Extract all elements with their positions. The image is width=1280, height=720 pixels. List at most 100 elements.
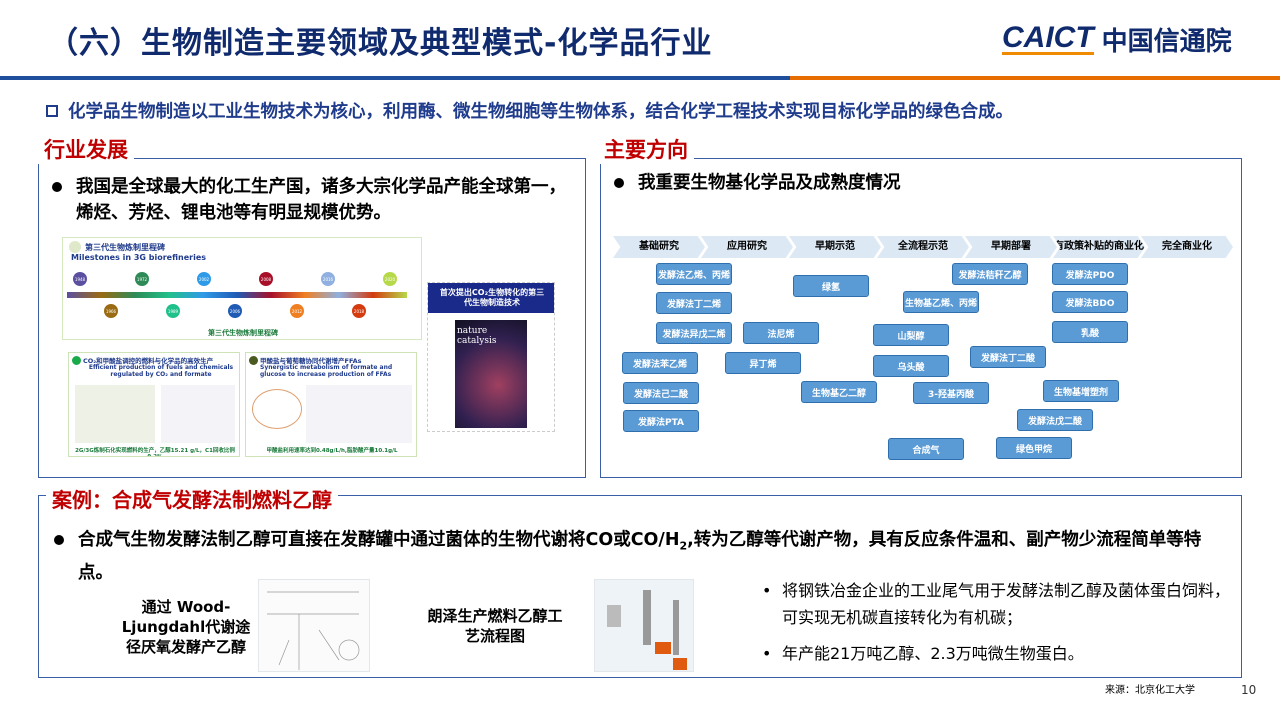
page-title: （六）生物制造主要领域及典型模式-化学品行业: [48, 26, 713, 61]
wood-ljungdahl-pathway-figure: [258, 579, 370, 672]
panel1-caption: 2G/3G炼制石化实现燃料的生产，乙醇15.21 g/L，C1回收比例9.2%: [75, 448, 235, 457]
milestone-year: 1966: [104, 304, 118, 318]
stage-4: 全流程示范: [877, 236, 969, 258]
milestone-year: 2002: [197, 272, 211, 286]
product-box: 发酵法秸秆乙醇: [952, 263, 1028, 285]
milestone-year: 1989: [166, 304, 180, 318]
green-dot-icon: [72, 356, 81, 365]
pump-shape: [673, 658, 687, 670]
journal-name: nature catalysis: [457, 326, 497, 346]
nature-catalysis-figure: 首次提出CO₂生物转化的第三代生物制造技术 nature catalysis: [427, 282, 555, 432]
product-box: 发酵法异戊二烯: [656, 322, 732, 344]
product-box: 发酵法己二酸: [623, 382, 699, 404]
case-point-text: 年产能21万吨乙醇、2.3万吨微生物蛋白。: [782, 644, 1084, 663]
stage-1: 基础研究: [613, 236, 705, 258]
maturity-roadmap: 基础研究应用研究早期示范全流程示范早期部署有政策补贴的商业化完全商业化发酵法乙烯…: [613, 236, 1233, 464]
result-plots: [306, 385, 412, 443]
case-point-2: • 年产能21万吨乙醇、2.3万吨微生物蛋白。: [760, 640, 1230, 667]
product-box: 发酵法PDO: [1052, 263, 1128, 285]
case-point-text: 将钢铁冶金企业的工业尾气用于发酵法制乙醇及菌体蛋白饲料，可实现无机碳直接转化为有…: [782, 581, 1231, 627]
journal-banner: 首次提出CO₂生物转化的第三代生物制造技术: [428, 283, 554, 313]
bullet-icon: [52, 182, 62, 192]
milestones-title-en: Milestones in 3G biorefineries: [71, 253, 207, 262]
source-note: 来源：北京化工大学: [1105, 685, 1195, 696]
header-divider-orange: [790, 76, 1280, 80]
product-box: 生物基乙二醇: [801, 381, 877, 403]
timeline-bar: [67, 292, 407, 298]
panel2-title-en: Synergistic metabolism of formate and gl…: [260, 364, 393, 378]
product-box: 发酵法丁二烯: [656, 292, 732, 314]
panel1-title-en: Efficient production of fuels and chemic…: [88, 364, 234, 378]
industry-bullet-text: 我国是全球最大的化工生产国，诸多大宗化学品产能全球第一，烯烃、芳烃、锂电池等有明…: [76, 177, 566, 223]
product-box: 乳酸: [1052, 321, 1128, 343]
lanzatech-process-figure: [594, 579, 694, 672]
product-box: 法尼烯: [743, 322, 819, 344]
case-bullet-text: 合成气生物发酵法制乙醇可直接在发酵罐中通过菌体的生物代谢将CO或CO/H: [78, 530, 680, 550]
co2-formate-figure: CO₂和甲酸盐调控的燃料与化学品的高效生产 Efficient producti…: [68, 352, 240, 457]
product-box: 发酵法丁二酸: [970, 346, 1046, 368]
product-box: 绿氢: [793, 275, 869, 297]
panel1-title-cn: CO₂和甲酸盐调控的燃料与化学品的高效生产: [83, 357, 214, 365]
milestone-year: 2020: [383, 272, 397, 286]
direction-panel: [600, 158, 1242, 478]
cell-diagram: [252, 389, 302, 429]
circle-icon: [69, 241, 81, 253]
direction-bullet-text: 我重要生物基化学品及成熟度情况: [638, 173, 901, 193]
product-box: 生物基乙烯、丙烯: [903, 291, 979, 313]
milestone-year: 2012: [290, 304, 304, 318]
stage-2: 应用研究: [701, 236, 793, 258]
pathway-diagram: [75, 385, 155, 443]
panel2-caption: 甲酸盐利用速率达到0.48g/L/h,脂肪酸产量10.1g/L: [266, 448, 398, 454]
bullet-icon: •: [762, 644, 772, 663]
milestone-year: 2018: [352, 304, 366, 318]
product-box: 3-羟基丙酸: [913, 382, 989, 404]
case-bullet: 合成气生物发酵法制乙醇可直接在发酵罐中通过菌体的生物代谢将CO或CO/H2,转为…: [50, 527, 1230, 586]
bullet-icon: •: [762, 581, 772, 600]
intro-text: 化学品生物制造以工业生物技术为核心，利用酶、微生物细胞等生物体系，结合化学工程技…: [68, 102, 1013, 122]
industry-bullet: 我国是全球最大的化工生产国，诸多大宗化学品产能全球第一，烯烃、芳烃、锂电池等有明…: [48, 174, 578, 226]
logo-en: CAICT: [1002, 20, 1094, 55]
pathway-sketch: [267, 591, 360, 670]
header-divider-blue: [0, 76, 790, 80]
caict-logo: CAICT 中国信通院: [1002, 20, 1232, 57]
product-box: 乌头酸: [873, 355, 949, 377]
heater-shape: [655, 642, 671, 654]
bullet-icon: [614, 178, 624, 188]
logo-cn: 中国信通院: [1101, 26, 1232, 57]
product-box: 发酵法乙烯、丙烯: [656, 263, 732, 285]
milestone-year: 1972: [135, 272, 149, 286]
stage-6: 有政策补贴的商业化: [1053, 236, 1145, 258]
industry-panel: [38, 158, 586, 478]
panel2-title-cn: 甲酸盐与葡萄糖协同代谢增产FFAs: [260, 357, 362, 365]
wood-ljungdahl-caption: 通过 Wood-Ljungdahl代谢途径厌氧发酵产乙醇: [121, 598, 251, 656]
stage-7: 完全商业化: [1141, 236, 1233, 258]
column-shape: [673, 600, 679, 655]
product-box: 发酵法BDO: [1052, 291, 1128, 313]
product-box: 发酵法苯乙烯: [622, 352, 698, 374]
lanzatech-caption: 朗泽生产燃料乙醇工艺流程图: [427, 607, 563, 645]
product-box: 异丁烯: [725, 352, 801, 374]
stage-3: 早期示范: [789, 236, 881, 258]
product-box: 发酵法戊二酸: [1017, 409, 1093, 431]
case-panel: [38, 495, 1242, 678]
case-bullet-subscript: 2: [679, 539, 688, 553]
milestones-title-cn: 第三代生物炼制里程碑: [85, 243, 165, 252]
page-number: 10: [1241, 683, 1257, 697]
case-heading: 案例：合成气发酵法制燃料乙醇: [46, 484, 338, 513]
intro-statement: 化学品生物制造以工业生物技术为核心，利用酶、微生物细胞等生物体系，结合化学工程技…: [46, 98, 1013, 123]
industry-heading: 行业发展: [38, 134, 134, 164]
olive-dot-icon: [249, 356, 258, 365]
milestone-year: 2006: [228, 304, 242, 318]
product-box: 合成气: [888, 438, 964, 460]
column-shape: [643, 590, 651, 645]
product-box: 发酵法PTA: [623, 410, 699, 432]
journal-cover: nature catalysis: [455, 320, 527, 428]
bullet-icon: [54, 535, 64, 545]
milestone-year: 2016: [321, 272, 335, 286]
formate-glucose-figure: 甲酸盐与葡萄糖协同代谢增产FFAs Synergistic metabolism…: [245, 352, 417, 457]
product-box: 山梨醇: [873, 324, 949, 346]
product-box: 生物基增塑剂: [1043, 380, 1119, 402]
result-plots: [161, 385, 235, 443]
stage-5: 早期部署: [965, 236, 1057, 258]
